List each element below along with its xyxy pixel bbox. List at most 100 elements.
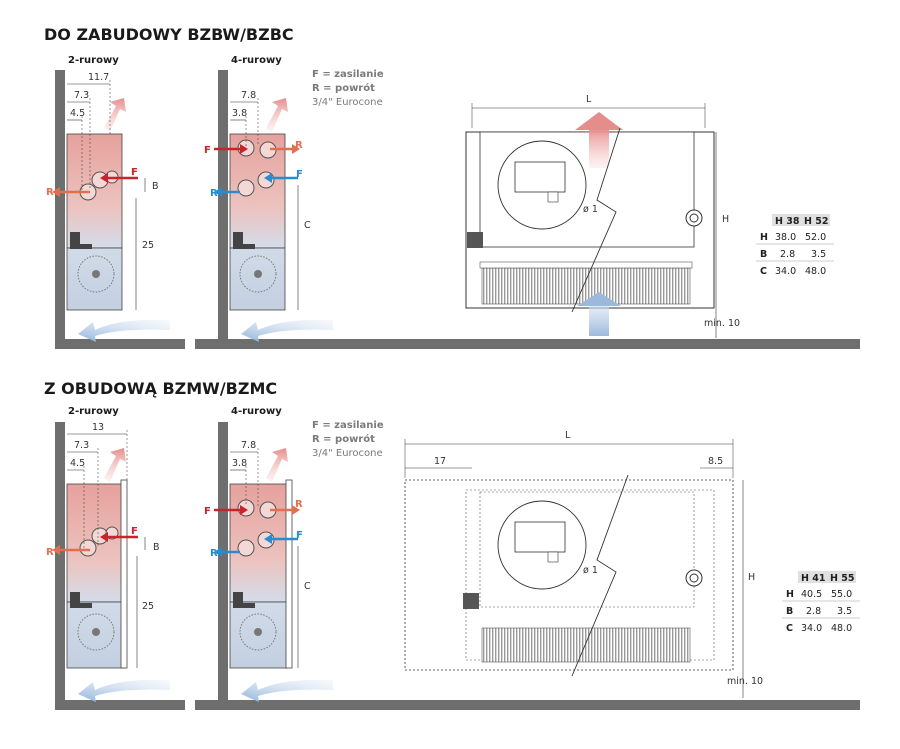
coil-icon — [237, 539, 255, 557]
legend-return: R = powrót — [312, 82, 375, 94]
wall — [55, 70, 65, 348]
unit-2-pipe: 2-rurowy F R — [46, 55, 185, 349]
supply-label: F — [296, 169, 303, 180]
dim-depth: 13 — [92, 422, 104, 433]
legend-connector: 3/4" Eurocone — [312, 448, 383, 459]
table-cell: 38.0 — [775, 232, 796, 243]
intake-air-arrow — [589, 300, 609, 336]
fan-housing — [229, 247, 286, 311]
table-cell: 40.5 — [801, 589, 822, 600]
floor — [195, 700, 860, 710]
pipe-type-label: 2-rurowy — [68, 55, 119, 66]
section-with-casing: Z OBUDOWĄ BZMW/BZMC 2-rurowy F R — [44, 379, 860, 710]
section-built-in: DO ZABUDOWY BZBW/BZBC 2-rurowy F R — [44, 25, 860, 349]
floor — [55, 339, 185, 349]
dim-vertical: 25 — [142, 601, 154, 612]
supply-label: F — [204, 145, 211, 156]
table-header: H 41 — [801, 573, 825, 584]
supply-label: F — [204, 506, 211, 517]
dim-offset: 7.8 — [241, 440, 256, 451]
table-cell: 52.0 — [805, 232, 826, 243]
unit-4-pipe: 4-rurowy F R F R — [195, 55, 860, 349]
coil-icon — [79, 539, 97, 557]
table-cell: 48.0 — [831, 623, 852, 634]
pipe-type-label: 2-rurowy — [68, 406, 119, 417]
legend-return: R = powrót — [312, 433, 375, 445]
casing-panel — [120, 479, 128, 669]
air-grille — [481, 267, 691, 305]
drain-tray — [70, 592, 92, 608]
dim-length: L — [586, 94, 592, 105]
air-grille — [481, 627, 691, 663]
intake-air-arrow — [241, 319, 333, 342]
dim-depth: 11.7 — [88, 72, 109, 83]
return-label: R — [210, 188, 218, 199]
table-cell: 3.5 — [837, 606, 852, 617]
dim-diameter: ø 1 — [583, 565, 598, 576]
table-row-label: C — [760, 266, 767, 277]
dim-offset: 7.3 — [74, 90, 89, 101]
section-title: Z OBUDOWĄ BZMW/BZMC — [44, 379, 277, 398]
table-row-label: H — [760, 232, 768, 243]
legend-connector: 3/4" Eurocone — [312, 97, 383, 108]
drain-tray — [233, 232, 255, 249]
legend: F = zasilanie R = powrót 3/4" Eurocone — [312, 69, 384, 108]
table-row-label: B — [786, 606, 793, 617]
return-label: R — [295, 499, 303, 510]
warm-air-arrow — [104, 98, 126, 132]
dim-c: C — [304, 581, 311, 592]
section-title: DO ZABUDOWY BZBW/BZBC — [44, 25, 294, 44]
dim-c: C — [304, 220, 311, 231]
wall — [55, 422, 65, 710]
dim-b: B — [152, 181, 159, 192]
warm-air-arrow — [589, 128, 609, 168]
casing-panel — [285, 479, 293, 669]
table-cell: 3.5 — [811, 249, 826, 260]
valve-icon — [463, 593, 479, 609]
table-row-label: H — [786, 589, 794, 600]
fan-icon — [77, 613, 115, 651]
table-row-label: B — [760, 249, 767, 260]
supply-label: F — [296, 530, 303, 541]
floor — [55, 700, 185, 710]
wall — [218, 70, 228, 348]
wall — [218, 422, 228, 710]
table-cell: 34.0 — [775, 266, 796, 277]
table-cell: 48.0 — [805, 266, 826, 277]
intake-air-arrow — [241, 679, 333, 702]
legend-supply: F = zasilanie — [312, 69, 384, 80]
front-view: L 17 8.5 ø 1 H min. 10 — [404, 430, 763, 698]
pipe-type-label: 4-rurowy — [231, 406, 282, 417]
dim-left-offset: 17 — [434, 456, 446, 467]
valve-icon — [467, 232, 483, 248]
fan-hub — [254, 628, 262, 636]
return-label: R — [295, 140, 303, 151]
warm-air-arrow — [266, 98, 288, 132]
fan-icon — [77, 255, 115, 293]
warm-air-arrow — [104, 448, 126, 482]
table-cell: 2.8 — [780, 249, 795, 260]
dim-offset: 7.8 — [241, 90, 256, 101]
table-cell: 2.8 — [806, 606, 821, 617]
dim-height: H — [722, 214, 729, 225]
intake-air-arrow — [78, 679, 170, 702]
dim-min-clearance: min. 10 — [704, 318, 740, 329]
fan-housing — [66, 247, 123, 311]
table-header: H 52 — [804, 216, 828, 227]
dim-diameter: ø 1 — [583, 204, 598, 215]
unit-2-pipe: 2-rurowy F R 13 — [46, 406, 185, 710]
dim-offset: 3.8 — [232, 108, 247, 119]
supply-label: F — [131, 167, 138, 178]
dim-length: L — [565, 430, 571, 441]
dim-b: B — [153, 542, 160, 553]
table-cell: 34.0 — [801, 623, 822, 634]
fan-icon — [239, 613, 277, 651]
fan-hub — [92, 628, 100, 636]
return-label: R — [210, 548, 218, 559]
supply-label: F — [131, 526, 138, 537]
unit-4-pipe: 4-rurowy F R F R — [195, 406, 860, 710]
legend-supply: F = zasilanie — [312, 420, 384, 431]
return-label: R — [46, 547, 54, 558]
dimension-table: H 38 H 52 H 38.0 52.0 B 2.8 3.5 C 34.0 4… — [756, 214, 834, 277]
